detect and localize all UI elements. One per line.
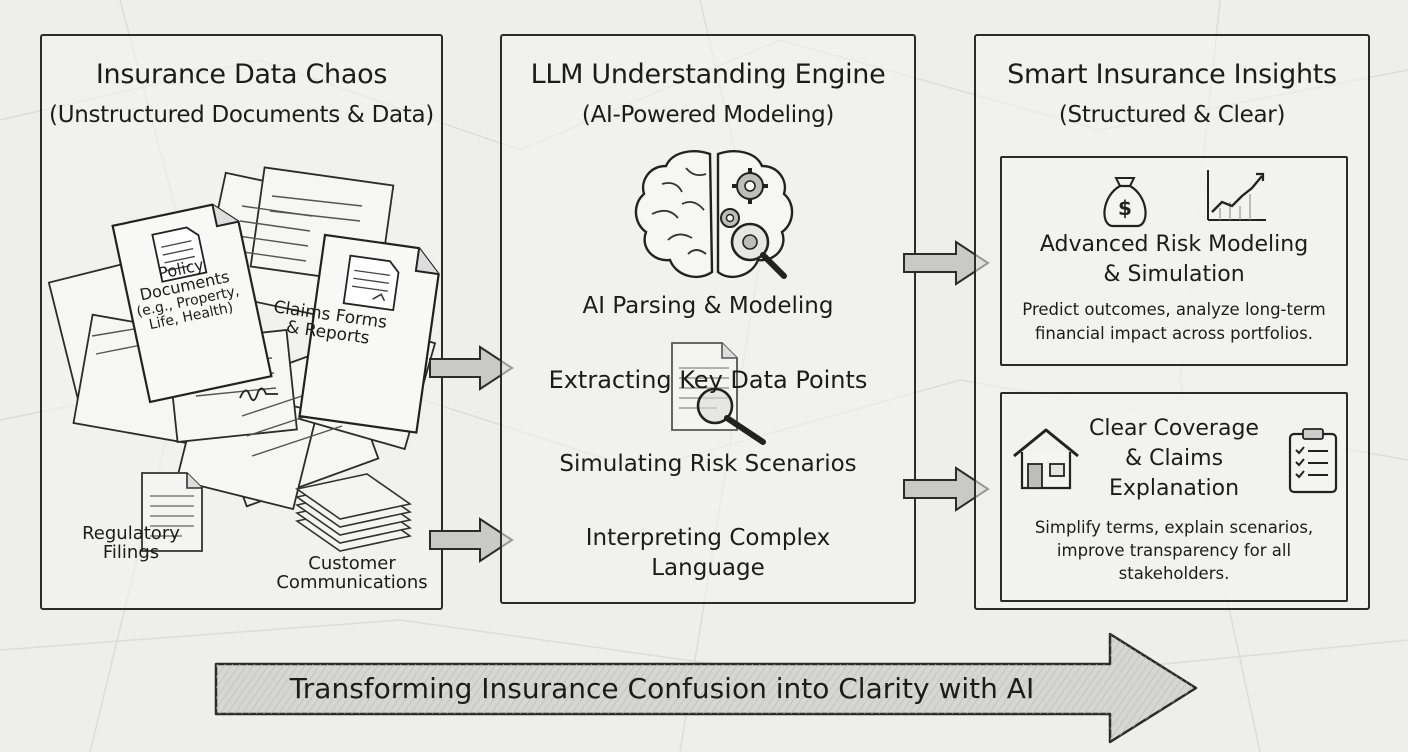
right-arrow-icon: [429, 517, 514, 563]
card-title: Clear Coverage & Claims Explanation: [1089, 416, 1259, 501]
brain-icon: [634, 150, 794, 279]
panel-llm-understanding-engine: LLM Understanding Engine (AI-Powered Mod…: [500, 34, 916, 604]
house-icon: [1013, 428, 1079, 490]
step-interpreting-label: Interpreting Complex Language: [585, 525, 831, 581]
regulatory-filings-label: Regulatory Filings: [82, 523, 180, 564]
right-arrow-icon: [429, 345, 514, 391]
document-icon: [151, 226, 208, 283]
step-extracting-label: Extracting Key Data Points: [548, 366, 868, 394]
right-arrow-icon: [903, 240, 990, 286]
card-advanced-risk-modeling: $ Advanced Risk Modeling & Simulation Pr…: [1000, 156, 1348, 366]
magnifier-icon: [730, 222, 787, 279]
panel-insurance-data-chaos: Insurance Data Chaos (Unstructured Docum…: [40, 34, 443, 610]
document-icon: [141, 472, 203, 552]
document-magnifier-icon: [671, 342, 766, 445]
panel-smart-insurance-insights: Smart Insurance Insights (Structured & C…: [974, 34, 1370, 610]
step-ai-parsing-label: AI Parsing & Modeling: [582, 293, 834, 319]
panel-subtitle: (Structured & Clear): [1058, 102, 1286, 128]
svg-text:$: $: [1118, 196, 1132, 220]
panel-title: Smart Insurance Insights: [1007, 59, 1337, 90]
money-bag-icon: $: [1103, 177, 1147, 228]
line-chart-icon: [1207, 170, 1266, 221]
panel-title: LLM Understanding Engine: [530, 59, 886, 90]
card-description: Simplify terms, explain scenarios, impro…: [1034, 518, 1314, 584]
step-simulating-label: Simulating Risk Scenarios: [559, 451, 857, 477]
panel-subtitle: (AI-Powered Modeling): [581, 102, 835, 128]
document-stack-icon: [295, 473, 412, 552]
signature-icon: [239, 387, 278, 402]
gear-icon: [732, 168, 768, 204]
banner-arrow: [214, 632, 1198, 744]
card-description: Predict outcomes, analyze long-term fina…: [1022, 300, 1326, 343]
document-pile-illustration: [47, 166, 440, 552]
document-icon: [342, 254, 400, 312]
panel-title: Insurance Data Chaos: [95, 59, 388, 90]
banner-text: Transforming Insurance Confusion into Cl…: [289, 672, 1035, 705]
gear-icon: [720, 208, 740, 228]
clipboard-checklist-icon: [1288, 428, 1338, 494]
panel-subtitle: (Unstructured Documents & Data): [49, 102, 434, 128]
card-clear-coverage: Clear Coverage & Claims Explanation Simp…: [1000, 392, 1348, 602]
card-title: Advanced Risk Modeling & Simulation: [1039, 232, 1309, 287]
right-arrow-icon: [903, 466, 990, 512]
customer-communications-label: Customer Communications: [276, 553, 428, 594]
